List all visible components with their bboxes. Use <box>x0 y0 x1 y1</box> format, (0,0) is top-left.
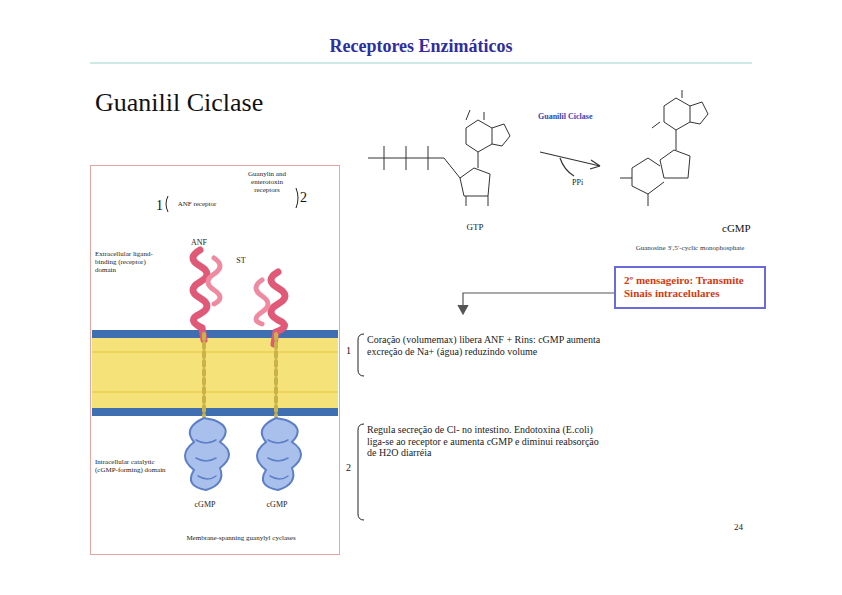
molecule-label: cGMP <box>722 222 766 235</box>
receptor-label: Guanylin and enterotoxin receptors <box>238 170 296 194</box>
product-label: cGMP <box>262 500 292 509</box>
note-bracket <box>358 424 364 520</box>
domain-label: Extracellular ligand-binding (receptor) … <box>95 250 163 274</box>
messenger-box: 2º mensageiro: Transmite Sinais intracel… <box>614 266 766 309</box>
product-label: cGMP <box>190 500 220 509</box>
molecule-label: GTP <box>455 222 495 232</box>
membrane <box>92 330 338 416</box>
box-text: 2º mensageiro: Transmite Sinais intracel… <box>624 274 756 300</box>
callout-number: 2 <box>300 190 314 206</box>
panel-box: Membrane-spanning guanylyl cyclases <box>90 165 340 555</box>
ligand-label: ST <box>226 256 256 265</box>
anf-receptor-drawing <box>185 250 229 490</box>
note-text: Coração (volumemax) libera ANF + Rins: c… <box>367 334 612 357</box>
title-rule <box>90 62 752 64</box>
domain-label: Intracellular catalytic (cGMP-forming) d… <box>95 458 167 474</box>
enzyme-label: Guanilil Ciclase <box>538 112 594 121</box>
section-heading: Guanilil Ciclase <box>95 88 355 118</box>
note-number: 2 <box>346 462 358 474</box>
byproduct-label: PPi <box>572 178 602 187</box>
cgmp-structure <box>620 90 708 206</box>
guanylin-receptor-drawing <box>256 272 301 490</box>
bracket <box>296 188 298 208</box>
note-bracket <box>358 334 364 376</box>
reaction-arrow <box>540 152 600 176</box>
ligand-label: ANF <box>184 238 214 247</box>
panel-caption: Membrane-spanning guanylyl cyclases <box>186 534 296 542</box>
callout-number: 1 <box>156 198 168 214</box>
callout-arrow <box>458 293 614 314</box>
receptor-label: ANF receptor <box>172 200 222 208</box>
gtp-structure <box>368 110 510 206</box>
page-number: 24 <box>734 522 758 532</box>
note-text: Regula secreção de Cl- no intestino. End… <box>367 424 599 459</box>
note-number: 1 <box>346 345 358 357</box>
slide-title: Receptores Enzimáticos <box>0 36 842 57</box>
bracket <box>166 196 168 212</box>
molecule-name: Guanosine 3′,5′-cyclic monophosphate <box>610 244 770 252</box>
